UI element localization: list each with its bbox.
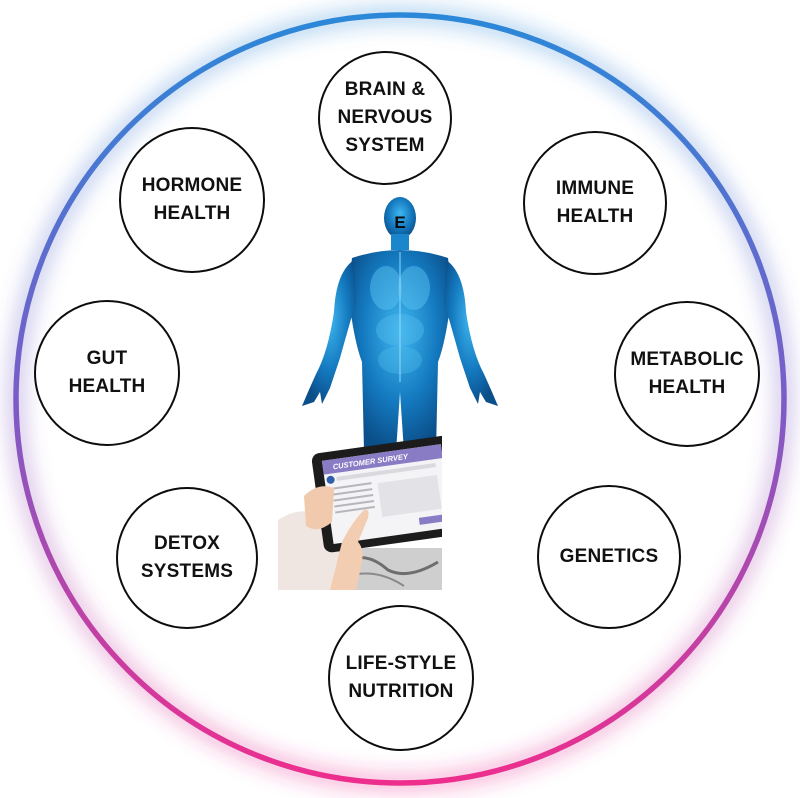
topic-label: BRAIN & NERVOUS SYSTEM — [337, 79, 433, 156]
topic-hormone-health[interactable]: HORMONE HEALTH — [119, 127, 265, 273]
topic-label: METABOLIC HEALTH — [630, 349, 744, 398]
topic-label: IMMUNE HEALTH — [555, 178, 635, 227]
human-body-figure: E — [302, 197, 498, 452]
topic-detox-systems[interactable]: DETOX SYSTEMS — [116, 487, 258, 629]
topic-immune-health[interactable]: IMMUNE HEALTH — [523, 131, 667, 275]
topic-label: HORMONE HEALTH — [141, 175, 243, 224]
topic-label: DETOX SYSTEMS — [140, 533, 234, 582]
body-figure-label: E — [394, 213, 405, 232]
topic-brain-nervous-system[interactable]: BRAIN & NERVOUS SYSTEM — [318, 51, 452, 185]
topic-label: GUT HEALTH — [68, 348, 146, 397]
topic-label: LIFE-STYLE NUTRITION — [345, 653, 457, 702]
tablet-survey-photo: CUSTOMER SURVEY — [278, 435, 442, 590]
topic-metabolic-health[interactable]: METABOLIC HEALTH — [614, 301, 760, 447]
topic-label: GENETICS — [559, 546, 659, 567]
topic-genetics[interactable]: GENETICS — [537, 485, 681, 629]
topic-lifestyle-nutrition[interactable]: LIFE-STYLE NUTRITION — [328, 605, 474, 751]
topic-gut-health[interactable]: GUT HEALTH — [34, 300, 180, 446]
